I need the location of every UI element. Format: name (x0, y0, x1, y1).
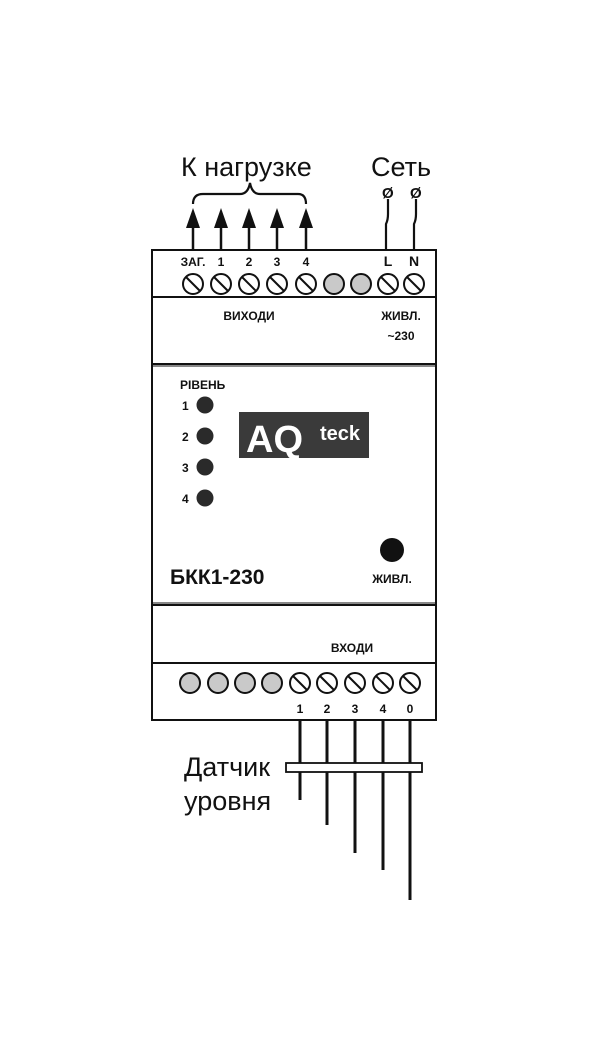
power-caption-line1: ЖИВЛ. (380, 309, 421, 323)
model-name: БКК1-230 (170, 566, 264, 589)
screw-terminal (344, 672, 366, 694)
blank-terminal (207, 672, 229, 694)
blank-terminal (350, 273, 372, 295)
logo-main: AQ (246, 419, 303, 461)
power-led (380, 538, 404, 562)
screw-terminal (295, 273, 317, 295)
level-label-1: 1 (182, 399, 189, 413)
terminal-label-zag: ЗАГ. (181, 255, 206, 269)
level-title: РІВЕНЬ (180, 378, 226, 392)
terminal-label-n: N (409, 253, 419, 269)
terminal-label-l: L (384, 253, 393, 269)
screw-terminal (289, 672, 311, 694)
screw-terminal (266, 273, 288, 295)
sensor-label-line2: уровня (184, 786, 271, 816)
terminal-label-4: 4 (303, 255, 310, 269)
top-terminal-row (182, 273, 425, 295)
network-label: Сеть (371, 152, 431, 182)
output-arrows (186, 208, 313, 250)
bottom-terminal-row (179, 672, 421, 694)
screw-terminal (377, 273, 399, 295)
level-indicators: 1 2 3 4 (182, 396, 214, 507)
screw-terminal (182, 273, 204, 295)
input-label-2: 2 (324, 702, 331, 716)
blank-terminal (179, 672, 201, 694)
level-led-2 (196, 427, 214, 445)
blank-terminal (234, 672, 256, 694)
network-wires: Ø Ø (382, 185, 422, 250)
input-label-1: 1 (297, 702, 304, 716)
bottom-terminal-labels: 1 2 3 4 0 (297, 702, 414, 716)
sensor-holder-bar (285, 762, 423, 773)
screw-terminal (372, 672, 394, 694)
level-led-4 (196, 489, 214, 507)
load-label: К нагрузке (181, 152, 312, 182)
logo-suffix: teck (320, 423, 361, 445)
level-led-1 (196, 396, 214, 414)
power-led-label: ЖИВЛ. (371, 572, 412, 586)
level-sensor-probes (285, 720, 423, 900)
inputs-caption: ВХОДИ (331, 641, 373, 655)
screw-terminal (399, 672, 421, 694)
level-label-2: 2 (182, 430, 189, 444)
sensor-label-line1: Датчик (184, 752, 270, 782)
level-label-3: 3 (182, 461, 189, 475)
terminal-label-3: 3 (274, 255, 281, 269)
screw-terminal (210, 273, 232, 295)
output-arrow-4 (299, 208, 313, 250)
level-led-3 (196, 458, 214, 476)
level-label-4: 4 (182, 492, 189, 506)
blank-terminal (261, 672, 283, 694)
screw-terminal (238, 273, 260, 295)
phase-symbol-l: Ø (382, 185, 394, 202)
top-terminal-labels: ЗАГ. 1 2 3 4 L N (181, 253, 419, 269)
phase-symbol-n: Ø (410, 185, 422, 202)
screw-terminal (403, 273, 425, 295)
input-label-0: 0 (407, 702, 414, 716)
output-arrow-1 (214, 208, 228, 250)
outputs-caption: ВИХОДИ (223, 309, 274, 323)
output-arrow-zag (186, 208, 200, 250)
terminal-label-1: 1 (218, 255, 225, 269)
output-arrow-3 (270, 208, 284, 250)
power-caption-line2: ~230 (387, 329, 414, 343)
terminal-label-2: 2 (246, 255, 253, 269)
blank-terminal (323, 273, 345, 295)
output-arrow-2 (242, 208, 256, 250)
aqteck-logo: AQ teck (239, 412, 369, 461)
load-brace (191, 182, 308, 205)
input-label-4: 4 (380, 702, 387, 716)
input-label-3: 3 (352, 702, 359, 716)
screw-terminal (316, 672, 338, 694)
